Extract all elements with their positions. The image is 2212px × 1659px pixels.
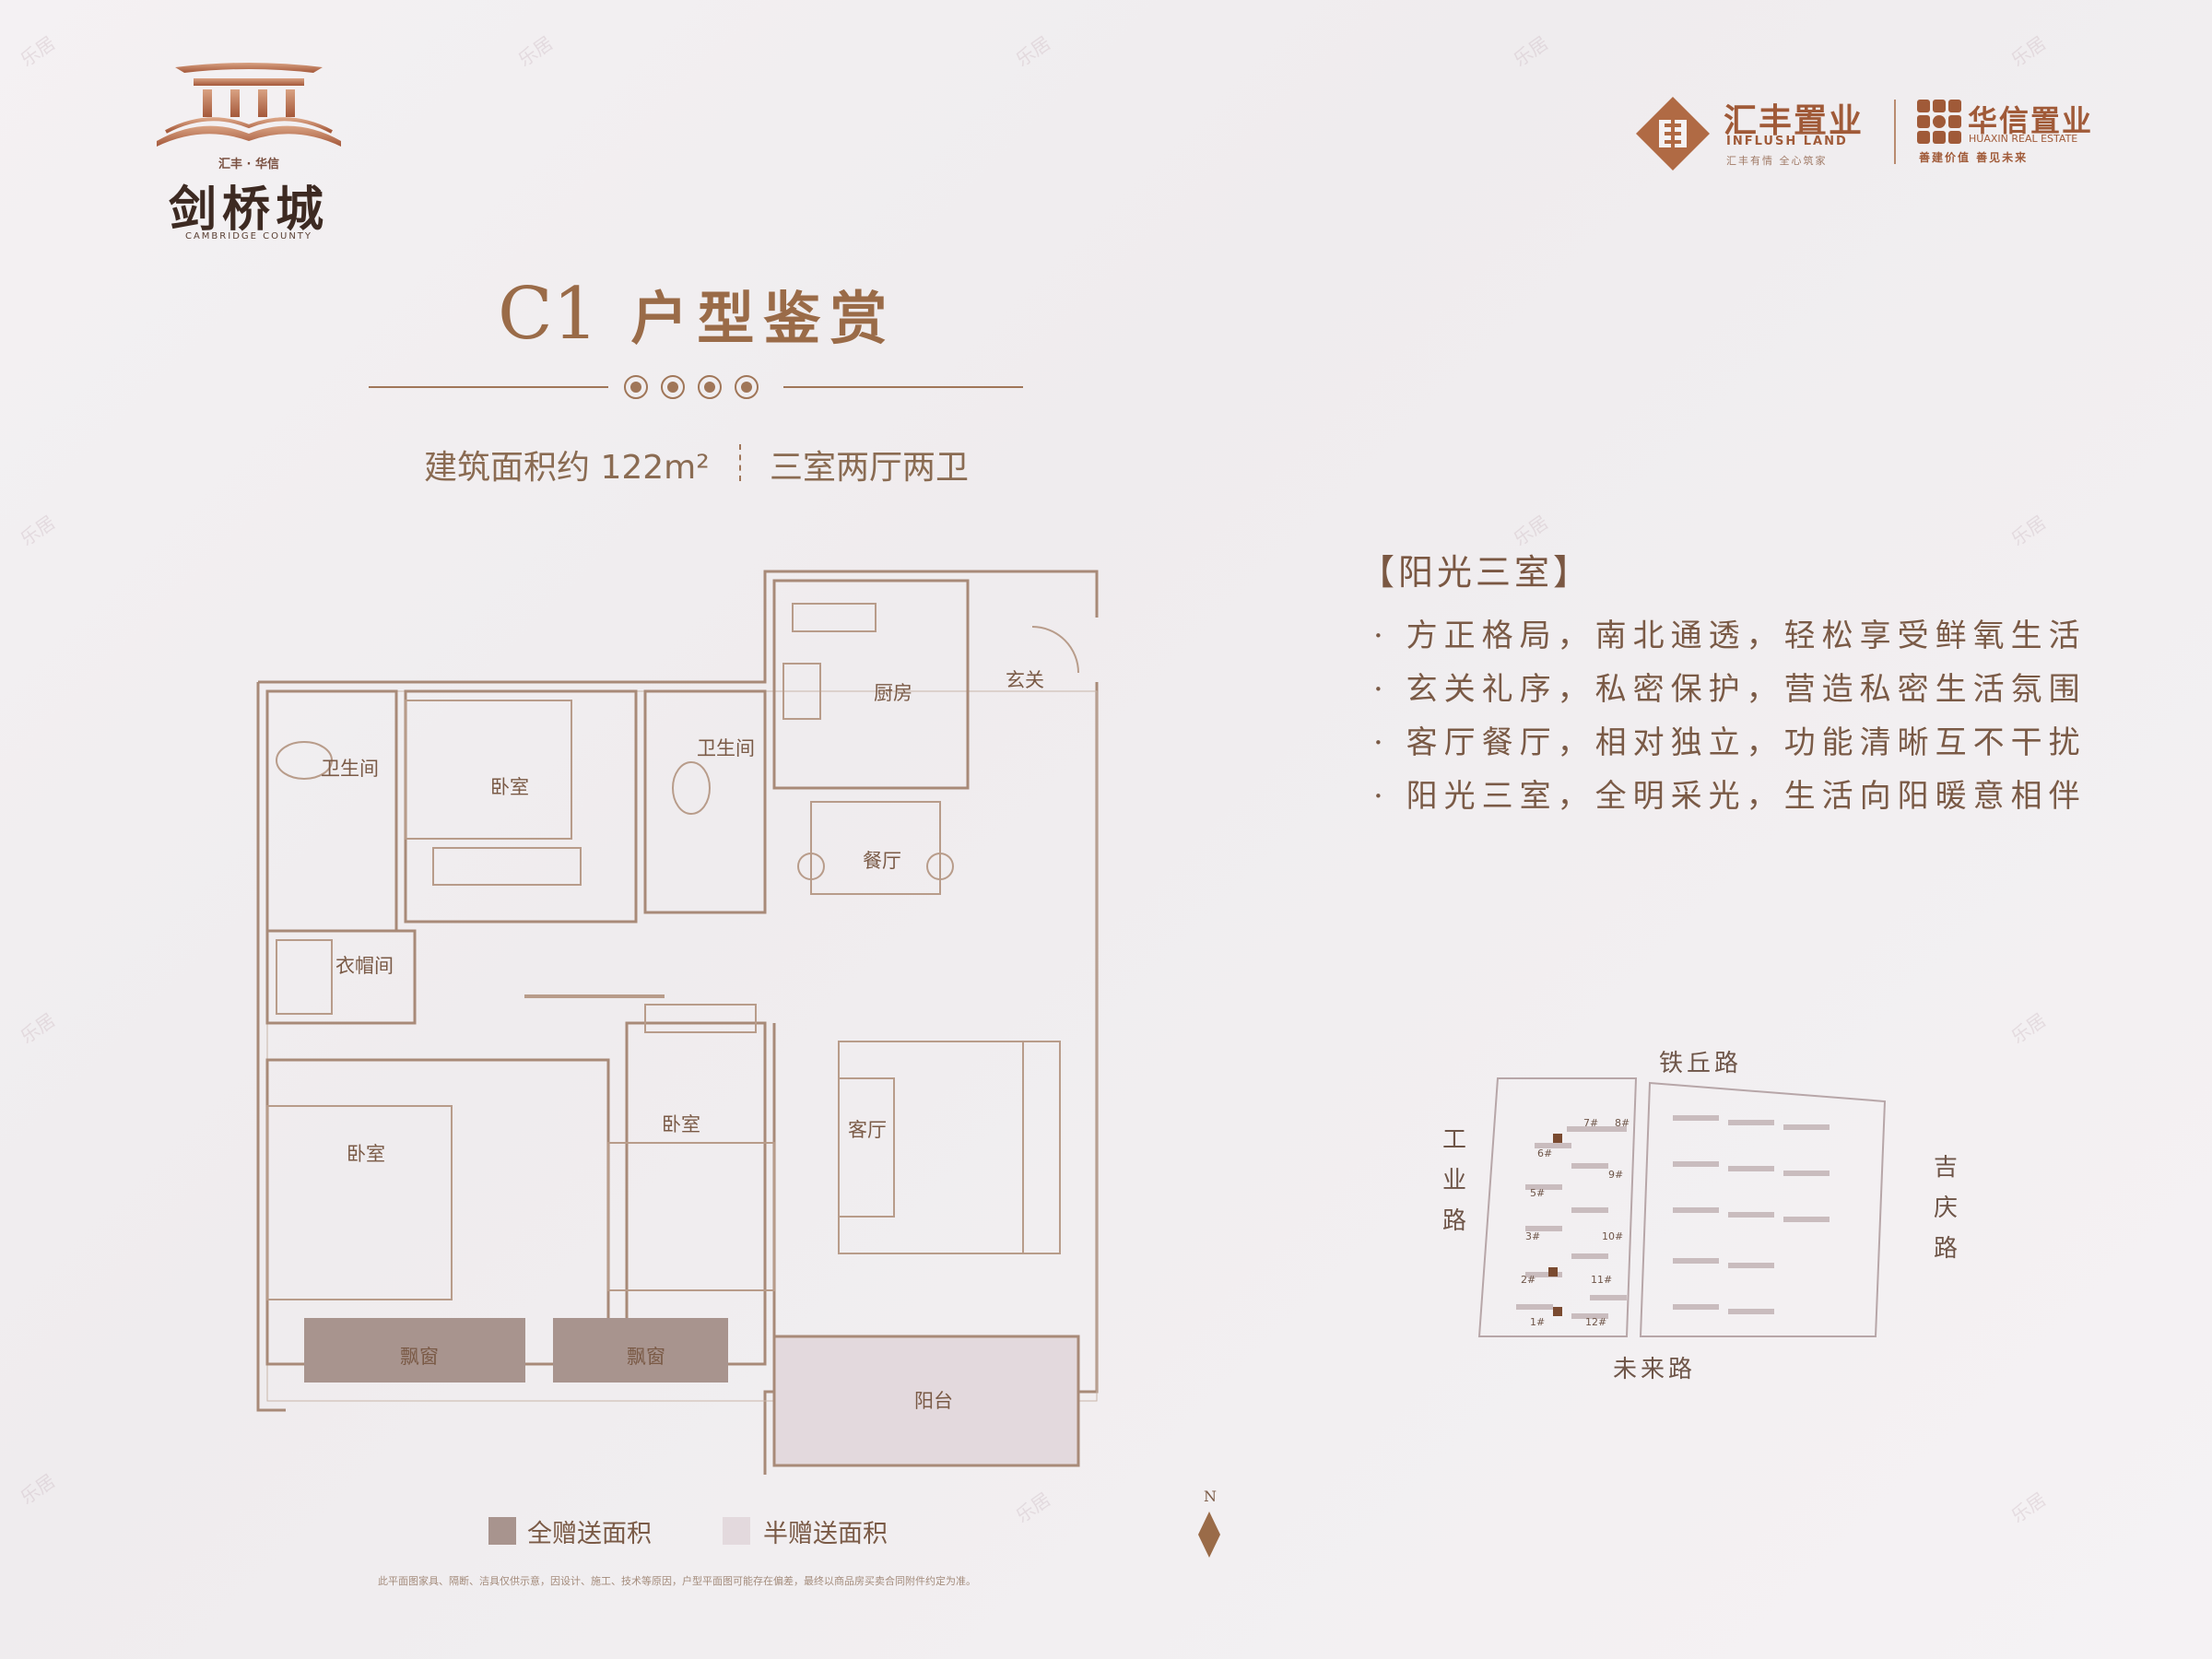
watermark: 乐居 xyxy=(16,1469,60,1510)
dev1-slogan: 汇丰有情 全心筑家 xyxy=(1726,155,1828,167)
spec-divider xyxy=(739,444,743,481)
title-text: 户型鉴赏 xyxy=(630,285,897,352)
room-label: 卫生间 xyxy=(697,737,755,759)
logo-divider xyxy=(1894,100,1896,164)
watermark: 乐居 xyxy=(513,31,558,72)
unit-code: C1 xyxy=(498,273,599,356)
road-west: 工业路 xyxy=(1442,1126,1467,1235)
building-label: 2# xyxy=(1521,1274,1536,1286)
dev2-slogan: 善建价值 善见未来 xyxy=(1919,151,2029,164)
watermark: 乐居 xyxy=(2006,31,2051,72)
room-label: 飘窗 xyxy=(627,1346,665,1368)
inflush-logo-icon xyxy=(1636,97,1710,171)
legend-half-label: 半赠送面积 xyxy=(763,1520,888,1548)
project-name: 剑桥城 xyxy=(168,182,329,238)
room-label: 厨房 xyxy=(874,682,912,704)
room-label: 阳台 xyxy=(914,1390,953,1412)
room-label: 卧室 xyxy=(347,1143,385,1165)
room-label: 卫生间 xyxy=(321,758,379,780)
feature-item: · 客厅餐厅，相对独立，功能清晰互不干扰 xyxy=(1373,724,2087,761)
page-title: C1 户型鉴赏 xyxy=(498,272,1051,356)
watermark: 乐居 xyxy=(2006,511,2051,551)
dev2-en: HUAXIN REAL ESTATE xyxy=(1969,133,2078,145)
feature-item: · 阳光三室，全明采光，生活向阳暖意相伴 xyxy=(1373,778,2087,815)
room-label: 玄关 xyxy=(1006,669,1044,691)
building-label: 7# xyxy=(1583,1117,1599,1129)
huaxin-logo-icon xyxy=(1917,100,1961,144)
legend-full-label: 全赠送面积 xyxy=(527,1520,652,1548)
building-label: 3# xyxy=(1525,1230,1541,1242)
site-marker xyxy=(1548,1267,1558,1277)
room-label: 衣帽间 xyxy=(335,955,394,977)
room-label: 飘窗 xyxy=(400,1346,439,1368)
watermark: 乐居 xyxy=(16,1008,60,1049)
legend-swatch-half xyxy=(723,1517,750,1545)
bay-window-full xyxy=(553,1318,728,1382)
compass-label: N xyxy=(1204,1488,1217,1505)
developer-logos: 汇丰置业 INFLUSH LAND 汇丰有情 全心筑家 华信置业 HUAXIN … xyxy=(1631,92,2129,175)
building-label: 6# xyxy=(1537,1147,1553,1159)
road-east: 吉庆路 xyxy=(1934,1154,1959,1263)
floor-plan xyxy=(256,570,1099,1475)
compass-icon xyxy=(1198,1512,1220,1558)
watermark: 乐居 xyxy=(1011,31,1055,72)
building-label: 5# xyxy=(1530,1187,1546,1199)
bay-window-full xyxy=(304,1318,525,1382)
title-ornament xyxy=(369,375,1023,399)
watermark: 乐居 xyxy=(1509,31,1553,72)
pavilion-icon xyxy=(157,63,341,147)
project-logo: 汇丰 · 华信 剑桥城 CAMBRIDGE COUNTY xyxy=(147,51,350,244)
feature-item: · 方正格局，南北通透，轻松享受鲜氧生活 xyxy=(1373,618,2087,654)
watermark: 乐居 xyxy=(16,31,60,72)
room-label: 卧室 xyxy=(662,1113,700,1135)
watermark: 乐居 xyxy=(2006,1488,2051,1528)
features-heading: 【阳光三室】 xyxy=(1359,552,1593,593)
building-label: 12# xyxy=(1585,1316,1607,1328)
road-north: 铁丘路 xyxy=(1659,1050,1743,1077)
disclaimer: 此平面图家具、隔断、洁具仅供示意，因设计、施工、技术等原因，户型平面图可能存在偏… xyxy=(378,1575,976,1587)
feature-item: · 玄关礼序，私密保护，营造私密生活氛围 xyxy=(1373,671,2087,708)
dev1-name: 汇丰置业 xyxy=(1724,101,1865,140)
site-plan xyxy=(1477,1077,1887,1337)
balcony-half xyxy=(772,1335,1080,1467)
building-label: 9# xyxy=(1608,1169,1624,1181)
building-label: 11# xyxy=(1591,1274,1613,1286)
dev2-name: 华信置业 xyxy=(1968,103,2094,138)
legend-swatch-full xyxy=(488,1517,516,1545)
room-label: 客厅 xyxy=(848,1119,887,1141)
room-label: 卧室 xyxy=(490,776,529,798)
watermark: 乐居 xyxy=(16,511,60,551)
building-label: 1# xyxy=(1530,1316,1546,1328)
watermark: 乐居 xyxy=(1011,1488,1055,1528)
room-label: 餐厅 xyxy=(863,850,901,872)
layout-spec: 三室两厅两卫 xyxy=(770,449,970,487)
area-spec: 建筑面积约 122m² xyxy=(424,449,710,487)
project-en: CAMBRIDGE COUNTY xyxy=(184,231,313,241)
dev1-en: INFLUSH LAND xyxy=(1726,135,1848,148)
project-sub: 汇丰 · 华信 xyxy=(218,158,279,171)
watermark: 乐居 xyxy=(2006,1008,2051,1049)
site-marker xyxy=(1553,1134,1562,1143)
site-marker xyxy=(1553,1307,1562,1316)
road-south: 未来路 xyxy=(1613,1356,1697,1383)
building-label: 8# xyxy=(1615,1117,1630,1129)
building-label: 10# xyxy=(1602,1230,1624,1242)
